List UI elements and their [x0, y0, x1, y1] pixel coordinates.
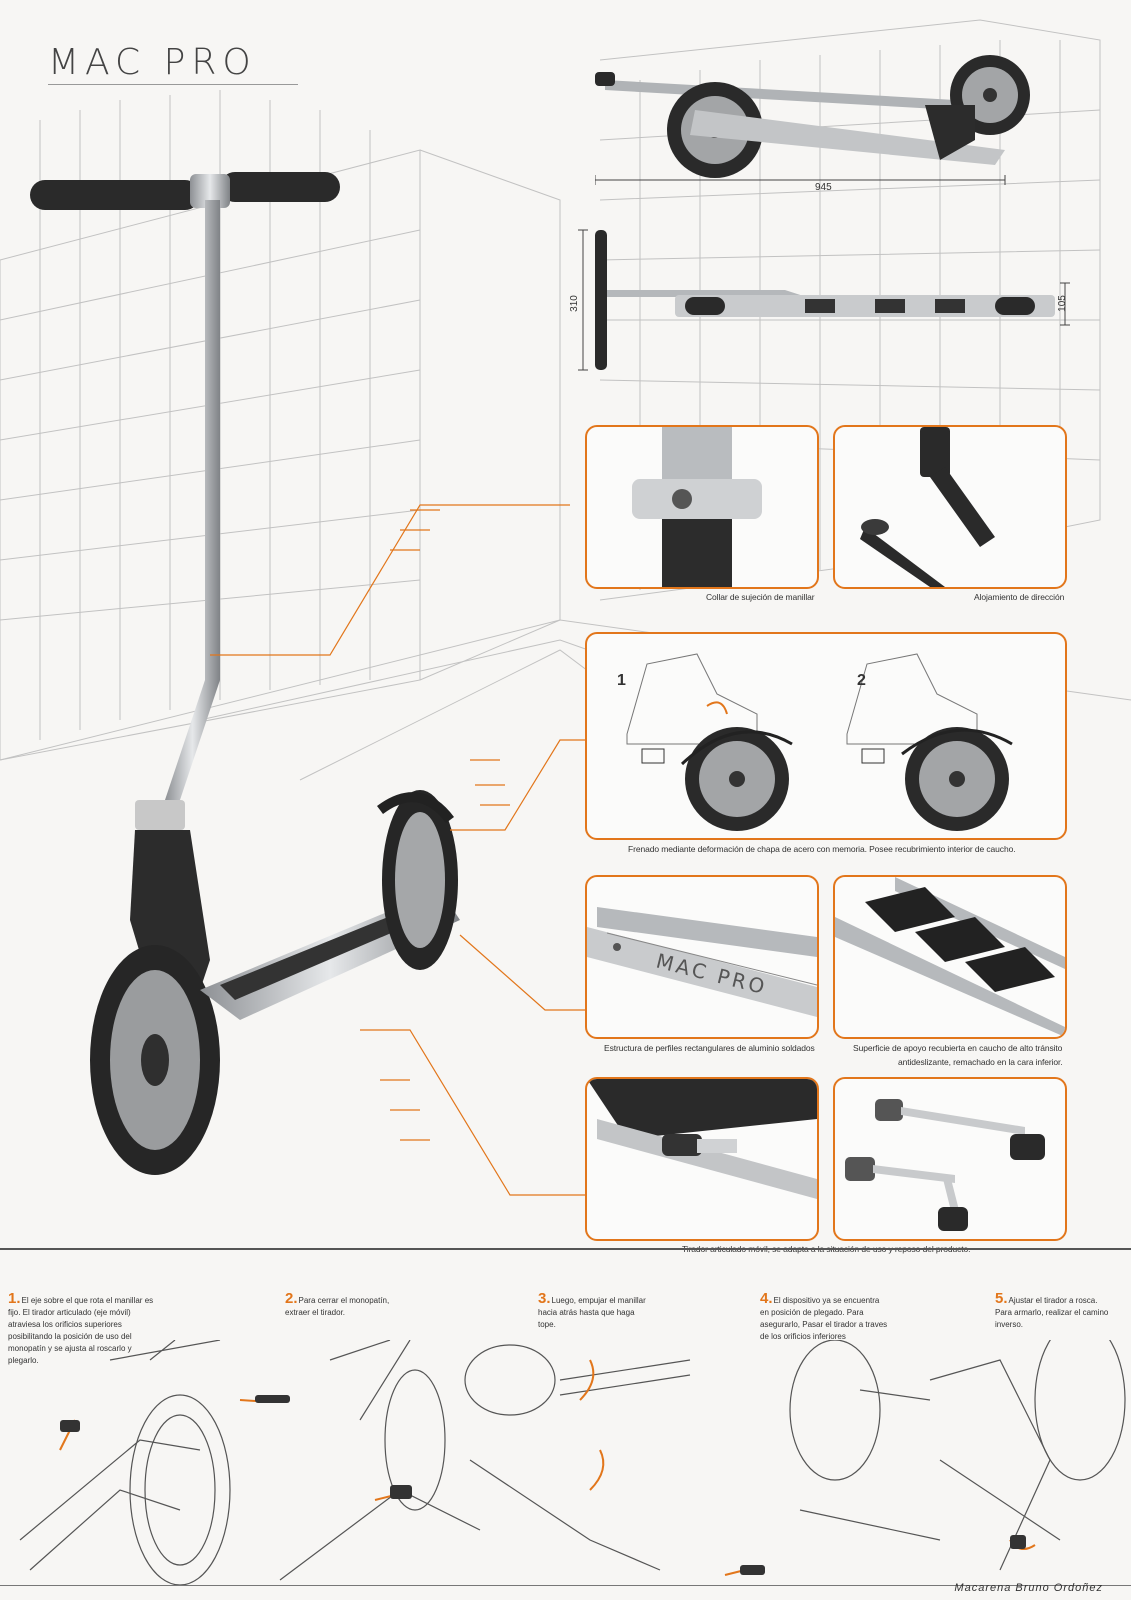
step-3-text: Luego, empujar el manillar hacia atrás h… — [538, 1296, 646, 1329]
step-3: 3.Luego, empujar el manillar hacia atrás… — [538, 1290, 653, 1331]
panel-brake: 1 2 — [585, 632, 1067, 840]
caption-collar: Collar de sujeción de manillar — [706, 592, 815, 602]
caption-brake: Frenado mediante deformación de chapa de… — [628, 844, 1016, 854]
panel-surface — [833, 875, 1067, 1039]
step-2-number: 2. — [285, 1290, 298, 1307]
pins-render — [845, 1099, 1045, 1231]
panel-pins — [833, 1077, 1067, 1241]
step-1: 1.El eje sobre el que rota el manillar e… — [8, 1290, 158, 1367]
dimension-handlebar: 310 — [568, 295, 580, 312]
step-1-number: 1. — [8, 1290, 21, 1307]
caption-surface-line2: antideslizante, remachado en la cara inf… — [898, 1057, 1063, 1067]
step-5: 5.Ajustar el tirador a rosca. Para armar… — [995, 1290, 1110, 1331]
brake-diagram — [626, 653, 1013, 831]
folding-step-drawings — [19, 1340, 1126, 1585]
section-divider — [0, 1248, 1131, 1250]
brake-step-1-label: 1 — [617, 672, 626, 689]
step-3-number: 3. — [538, 1290, 551, 1307]
step-4-text: El dispositivo ya se encuentra en posici… — [760, 1296, 888, 1341]
step-4: 4.El dispositivo ya se encuentra en posi… — [760, 1290, 890, 1343]
caption-structure: Estructura de perfiles rectangulares de … — [604, 1043, 815, 1053]
step-2-text: Para cerrar el monopatín, extraer el tir… — [285, 1296, 390, 1317]
collar-render — [632, 427, 762, 587]
housing-render — [860, 427, 995, 587]
step-4-number: 4. — [760, 1290, 773, 1307]
bottom-rule — [0, 1585, 1131, 1586]
step-2: 2.Para cerrar el monopatín, extraer el t… — [285, 1290, 405, 1319]
puller-render — [587, 1079, 817, 1199]
surface-render — [835, 877, 1065, 1037]
brake-step-2-label: 2 — [857, 672, 866, 689]
caption-surface-line1: Superficie de apoyo recubierta en caucho… — [853, 1043, 1063, 1053]
step-5-number: 5. — [995, 1290, 1008, 1307]
step-1-text: El eje sobre el que rota el manillar es … — [8, 1296, 154, 1365]
panel-collar — [585, 425, 819, 589]
scooter-main-render — [30, 172, 460, 1175]
step-5-text: Ajustar el tirador a rosca. Para armarlo… — [995, 1296, 1109, 1329]
dimension-length: 945 — [815, 182, 832, 193]
logo-underline — [48, 84, 298, 85]
author-signature: Macarena Bruno Ordoñez — [954, 1582, 1103, 1594]
structure-render — [587, 907, 817, 1017]
panel-housing — [833, 425, 1067, 589]
panel-structure: MAC PRO — [585, 875, 819, 1039]
folded-top-view — [578, 229, 1070, 371]
folded-side-view — [595, 55, 1030, 185]
callout-lines — [210, 504, 590, 1196]
dimension-folded-height: 105 — [1056, 295, 1068, 312]
panel-puller — [585, 1077, 819, 1241]
caption-housing: Alojamiento de dirección — [974, 592, 1065, 602]
brand-logo: MAC PRO — [48, 42, 257, 83]
